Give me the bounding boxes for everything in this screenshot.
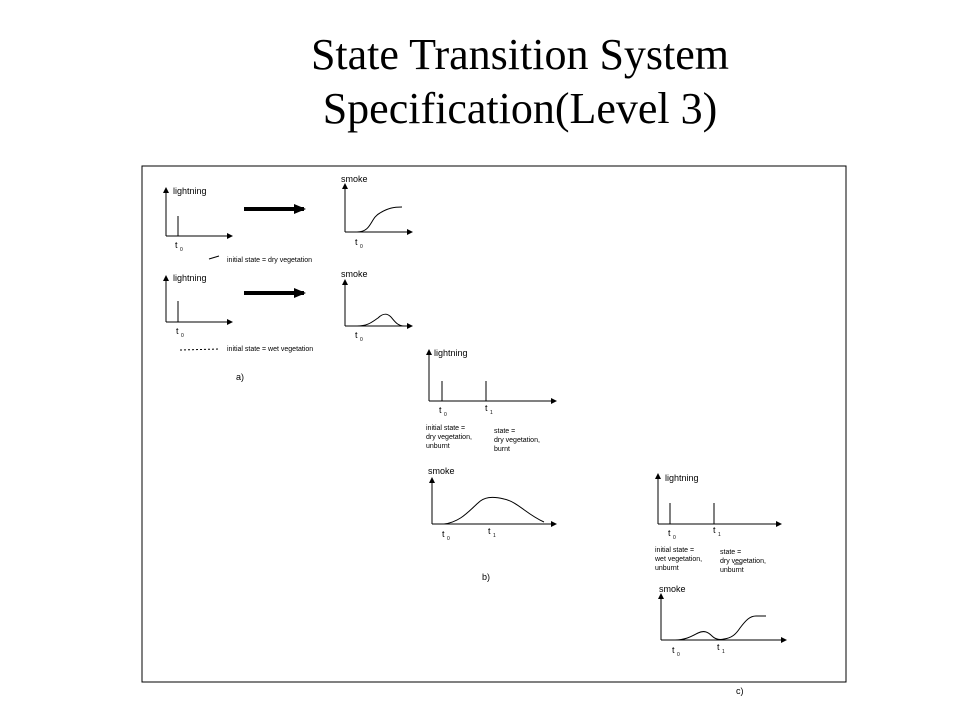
panel-b-smoke-graph: smoke t 0 t 1 (428, 466, 557, 542)
panel-a: lightning t 0 smoke t 0 initial state = … (163, 174, 413, 382)
axis-label: smoke (341, 174, 368, 184)
time-subscript-t1: 1 (493, 533, 496, 539)
state-line: burnt (494, 446, 510, 453)
panel-a-row1-smoke-graph: smoke t 0 (341, 174, 413, 250)
smoke-curve (674, 615, 766, 641)
state-text: initial state = wet vegetation (227, 346, 313, 353)
panel-caption: c) (736, 686, 744, 696)
time-subscript-t0: 0 (444, 412, 447, 418)
time-label-t0: t (672, 645, 675, 655)
panel-b-lightning-graph: lightning t 0 t 1 (426, 348, 557, 418)
time-label-t1: t (713, 525, 716, 535)
state-line: initial state = (655, 547, 694, 554)
time-label-t1: t (488, 526, 491, 536)
panel-b: lightning t 0 t 1 initial state = dry ve… (426, 348, 557, 582)
panel-caption: a) (236, 372, 244, 382)
axis-label: smoke (428, 466, 455, 476)
state-line: initial state = (426, 425, 465, 432)
state-marker (179, 348, 221, 351)
state-line: unburnt (655, 565, 679, 572)
state-line: dry vegetation, (426, 434, 472, 441)
state-line: wet vegetation, (654, 556, 702, 563)
state-marker (208, 255, 220, 260)
state-text: initial state = dry vegetation (227, 257, 312, 264)
time-label: t (175, 240, 178, 250)
axis-label: lightning (173, 273, 207, 283)
panel-caption: b) (482, 572, 490, 582)
time-subscript-t0: 0 (677, 652, 680, 658)
smoke-curve (443, 496, 545, 525)
time-subscript-t1: 1 (722, 649, 725, 655)
state-line: state = (720, 549, 741, 556)
panel-b-initial-state: initial state = dry vegetation, unburnt (426, 425, 472, 450)
smoke-curve (356, 206, 403, 233)
time-label-t1: t (485, 403, 488, 413)
time-label: t (176, 326, 179, 336)
time-subscript: 0 (360, 244, 363, 250)
time-subscript-t1: 1 (490, 410, 493, 416)
time-label-t1: t (717, 642, 720, 652)
time-label-t0: t (439, 405, 442, 415)
time-subscript-t0: 0 (673, 535, 676, 541)
panel-a-row2-lightning-graph: lightning t 0 (163, 273, 233, 339)
panel-a-row1-lightning-graph: lightning t 0 (163, 186, 233, 253)
axis-label: smoke (341, 269, 368, 279)
time-subscript: 0 (181, 333, 184, 339)
state-line: dry vegetation, (720, 558, 766, 565)
figure-frame (141, 165, 847, 683)
axis-label: lightning (173, 186, 207, 196)
state-line: unburnt (426, 443, 450, 450)
axis-label: lightning (665, 473, 699, 483)
time-subscript-t1: 1 (718, 532, 721, 538)
smoke-curve (356, 313, 405, 327)
slide-title: State Transition System Specification(Le… (0, 28, 960, 136)
panel-c-smoke-graph: smoke t 0 t 1 (658, 584, 787, 658)
panel-a-row2-smoke-graph: smoke t 0 (341, 269, 413, 343)
time-label-t0: t (668, 528, 671, 538)
title-line-2: Specification(Level 3) (322, 84, 718, 133)
time-label: t (355, 237, 358, 247)
axis-label: lightning (434, 348, 468, 358)
state-line: unburnt (720, 567, 744, 574)
axis-label: smoke (659, 584, 686, 594)
state-line: dry vegetation, (494, 437, 540, 444)
panel-c-lightning-graph: lightning t 0 t 1 (655, 473, 782, 541)
panel-c-initial-state: initial state = wet vegetation, unburnt (654, 547, 702, 572)
state-line: state = (494, 428, 515, 435)
panel-c-state: state = dry vegetation, unburnt (720, 549, 766, 574)
time-subscript: 0 (360, 337, 363, 343)
panel-b-state: state = dry vegetation, burnt (494, 428, 540, 453)
title-line-1: State Transition System (310, 30, 730, 79)
panel-c: lightning t 0 t 1 initial state = wet ve… (654, 473, 787, 696)
time-subscript-t0: 0 (447, 536, 450, 542)
time-label-t0: t (442, 529, 445, 539)
time-subscript: 0 (180, 247, 183, 253)
time-label: t (355, 330, 358, 340)
